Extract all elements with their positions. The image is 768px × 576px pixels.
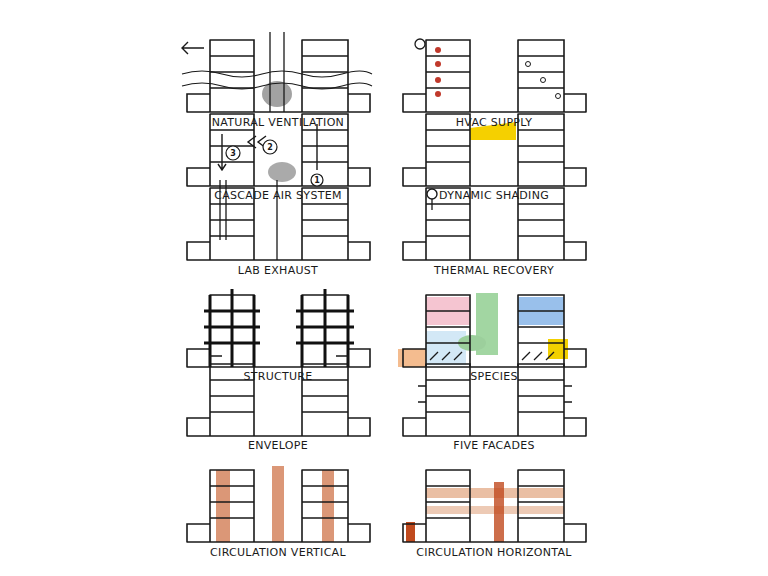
callout-number: 3 [230,149,236,158]
dynamic-shading-sketch [403,114,586,186]
sketch-caption: SPECIES [470,370,518,383]
cascade-air-sketch [187,114,370,186]
callout-number: 2 [267,143,273,152]
natural-ventilation-sketch [182,32,372,112]
sketch-caption: CASCADE AIR SYSTEM [214,189,341,202]
thermal-recovery-sketch [403,188,586,260]
sketch-caption: FIVE FACADES [453,439,534,452]
hvac-supply-sketch [403,39,586,112]
sketch-caption: CIRCULATION VERTICAL [210,546,346,559]
circulation-horizontal-sketch [403,470,586,542]
sketch-caption: HVAC SUPPLY [456,116,533,129]
sketch-caption: LAB EXHAUST [238,264,318,277]
sketch-caption: THERMAL RECOVERY [434,264,554,277]
sketch-caption: NATURAL VENTILATION [212,116,344,129]
sketch-caption: STRUCTURE [243,370,312,383]
lab-exhaust-sketch [187,180,370,260]
sketch-caption: CIRCULATION HORIZONTAL [416,546,572,559]
species-sketch [398,293,586,367]
sketch-caption: ENVELOPE [248,439,308,452]
envelope-sketch [187,356,370,436]
callout-number: 1 [314,176,320,185]
circulation-vertical-sketch [187,466,370,542]
structure-sketch [187,289,370,367]
sketch-caption: DYNAMIC SHADING [439,189,549,202]
five-facades-sketch [403,352,586,436]
